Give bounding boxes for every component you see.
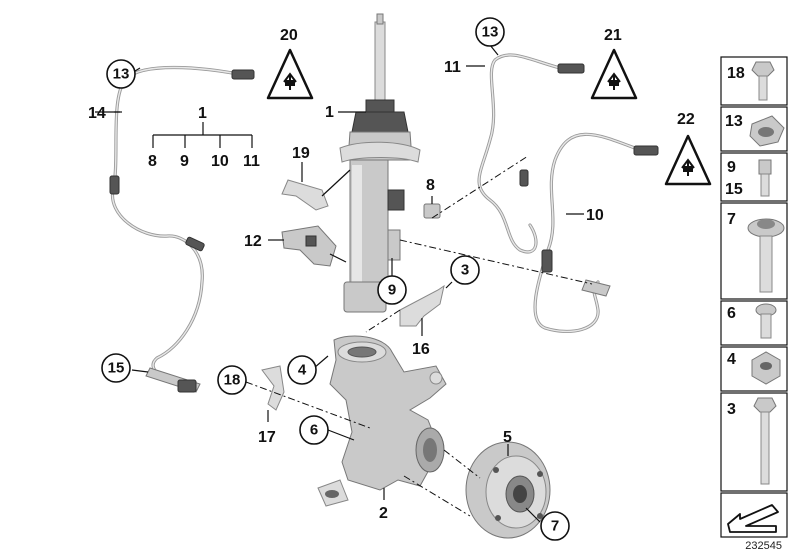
cable-clip xyxy=(109,175,120,195)
label-9-sub: 9 xyxy=(180,153,189,170)
arrow-icon xyxy=(727,504,779,533)
circled-label-18: 18 xyxy=(217,365,247,395)
fastener-panel: 18 13 9 15 7 6 4 3 xyxy=(720,56,788,538)
label-10: 10 xyxy=(586,207,604,224)
label-5: 5 xyxy=(503,429,512,446)
panel-label-15: 15 xyxy=(725,181,743,198)
circled-label-9: 9 xyxy=(377,275,407,305)
brake-wear-cable-10 xyxy=(533,132,659,333)
sensor-plug xyxy=(231,69,255,80)
bracket-17 xyxy=(261,365,285,411)
label-11: 11 xyxy=(444,59,461,76)
cable-clip xyxy=(185,236,205,252)
panel-label-3: 3 xyxy=(727,401,736,418)
label-21: 21 xyxy=(604,27,622,44)
svg-text:4: 4 xyxy=(298,362,307,379)
label-11-sub: 11 xyxy=(243,153,260,170)
svg-text:3: 3 xyxy=(461,262,469,279)
svg-text:6: 6 xyxy=(310,422,318,439)
wheel-hub-5 xyxy=(465,441,551,539)
label-1-strut: 1 xyxy=(325,104,334,121)
electrical-plug-warning-icon xyxy=(266,48,314,100)
bracket-19 xyxy=(281,179,329,211)
circled-label-13-left: 13 xyxy=(106,59,136,89)
panel-label-6: 6 xyxy=(727,305,736,322)
panel-label-18: 18 xyxy=(727,65,745,82)
label-2: 2 xyxy=(379,505,388,522)
svg-text:13: 13 xyxy=(113,66,130,83)
label-20: 20 xyxy=(280,27,298,44)
panel-label-4: 4 xyxy=(727,351,736,368)
wheel-carrier-2 xyxy=(317,335,447,507)
catalog-number: 232545 xyxy=(745,540,782,552)
label-10-sub: 10 xyxy=(211,153,229,170)
sensor-cable-14 xyxy=(109,65,255,393)
electrical-plug-warning-icon xyxy=(664,134,712,186)
label-16: 16 xyxy=(412,341,430,358)
svg-text:9: 9 xyxy=(388,282,396,299)
label-22: 22 xyxy=(677,111,695,128)
circled-label-6: 6 xyxy=(299,415,329,445)
label-17: 17 xyxy=(258,429,276,446)
panel-label-9: 9 xyxy=(727,159,736,176)
svg-text:18: 18 xyxy=(224,372,241,389)
circled-label-7: 7 xyxy=(540,511,570,541)
sensor-cable-11 xyxy=(477,53,585,254)
panel-label-7: 7 xyxy=(727,211,736,228)
label-8-sub: 8 xyxy=(148,153,157,170)
svg-text:13: 13 xyxy=(482,24,499,41)
svg-text:15: 15 xyxy=(108,360,125,377)
spring-strut-1 xyxy=(339,13,421,313)
top-mount xyxy=(351,111,409,133)
circled-label-3: 3 xyxy=(450,255,480,285)
bracket-3 xyxy=(399,284,445,327)
panel-label-13: 13 xyxy=(725,113,743,130)
label-1-group: 1 xyxy=(198,105,207,122)
circled-label-15: 15 xyxy=(101,353,131,383)
label-8: 8 xyxy=(426,177,435,194)
svg-text:7: 7 xyxy=(551,518,559,535)
label-12: 12 xyxy=(244,233,262,250)
sensor-plug xyxy=(633,145,659,156)
label-14: 14 xyxy=(88,105,106,122)
label-19: 19 xyxy=(292,145,310,162)
electrical-plug-warning-icon xyxy=(590,48,638,100)
sensor-holder-12 xyxy=(281,225,337,267)
circled-label-4: 4 xyxy=(287,355,317,385)
clip-8 xyxy=(423,203,441,219)
sensor-plug xyxy=(557,63,585,74)
circled-label-13-right: 13 xyxy=(475,17,505,47)
